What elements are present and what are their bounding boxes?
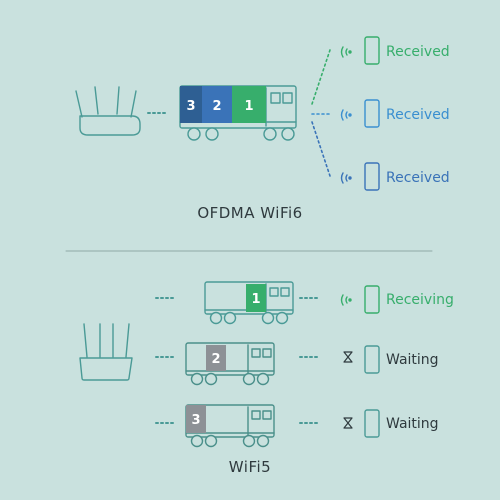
packet-2-label: 2	[212, 99, 221, 114]
wifi5-truck-2	[185, 342, 275, 386]
wifi5-status-2: Waiting	[386, 352, 439, 368]
wifi5-device-3	[343, 409, 380, 438]
router-icon-wifi5	[79, 323, 133, 381]
packet-1-label: 1	[244, 99, 253, 114]
wifi5-status-1: Receiving	[386, 292, 454, 308]
ofdma-status-2: Received	[386, 107, 450, 123]
ofdma-device-2	[340, 99, 380, 128]
packet-3-label: 3	[186, 99, 195, 114]
packet-1-block	[232, 86, 266, 123]
wifi5-packet-3-label: 3	[191, 413, 200, 428]
packet-3-block	[180, 86, 202, 123]
fan-out-lines	[311, 49, 333, 177]
wifi5-device-1	[340, 285, 380, 314]
ofdma-device-3	[340, 162, 380, 191]
router-icon	[75, 86, 141, 136]
ofdma-status-3: Received	[386, 170, 450, 186]
ofdma-title: OFDMA WiFi6	[197, 204, 303, 222]
wifi5-packet-1-label: 1	[251, 292, 260, 307]
ofdma-status-1: Received	[386, 44, 450, 60]
wifi5-packet-1-block	[246, 284, 266, 312]
ofdma-device-1	[340, 36, 380, 65]
wifi5-device-2	[343, 345, 380, 374]
wifi5-status-3: Waiting	[386, 416, 439, 432]
wifi5-packet-2-block	[206, 345, 226, 371]
wifi5-title: WiFi5	[228, 458, 272, 476]
wifi5-packet-3-block	[186, 405, 206, 433]
wifi5-packet-2-label: 2	[211, 352, 220, 367]
packet-2-block	[202, 86, 232, 123]
